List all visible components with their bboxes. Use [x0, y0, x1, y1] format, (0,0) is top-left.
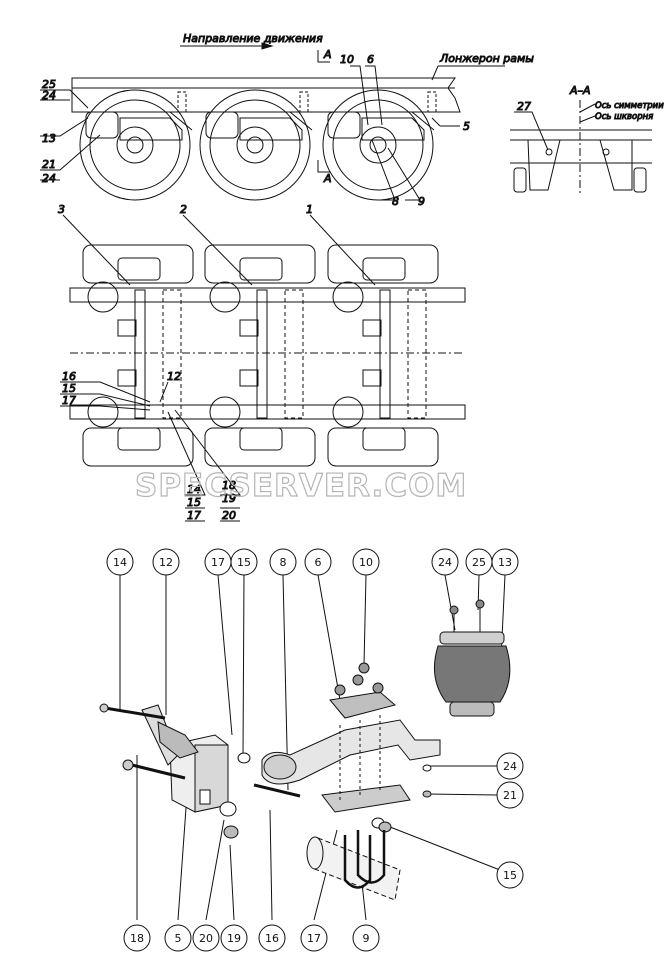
svg-text:12: 12	[159, 556, 173, 569]
label-9: 9	[418, 195, 425, 208]
svg-text:14: 14	[113, 556, 127, 569]
direction-note: Направление движения	[183, 32, 323, 45]
callout-top-25: 25	[465, 548, 493, 576]
svg-text:9: 9	[363, 932, 370, 945]
svg-text:10: 10	[359, 556, 373, 569]
callout-bottom-16: 16	[258, 924, 286, 952]
svg-text:18: 18	[130, 932, 144, 945]
svg-text:13: 13	[498, 556, 512, 569]
callout-bottom-5: 5	[164, 924, 192, 952]
axle-plate	[329, 662, 397, 719]
svg-text:8: 8	[280, 556, 287, 569]
label-13: 13	[42, 132, 56, 145]
callout-bottom-20: 20	[192, 924, 220, 952]
label-5: 5	[463, 120, 470, 133]
section-mark-top: A	[323, 48, 332, 61]
callout-bottom-19: 19	[220, 924, 248, 952]
callout-top-8: 8	[269, 548, 297, 576]
svg-text:20: 20	[199, 932, 213, 945]
label-16: 16	[62, 370, 76, 383]
svg-text:17: 17	[211, 556, 225, 569]
axle-3	[82, 244, 194, 467]
label-17-lower: 17	[187, 509, 201, 522]
label-27: 27	[517, 100, 531, 113]
label-15: 15	[62, 382, 76, 395]
svg-text:6: 6	[315, 556, 322, 569]
label-1: 1	[306, 203, 313, 216]
callout-top-15: 15	[230, 548, 258, 576]
callout-top-17: 17	[204, 548, 232, 576]
exploded-view	[99, 574, 511, 921]
frame-note: Лонжерон рамы	[439, 52, 534, 65]
axle-tube	[306, 836, 401, 901]
svg-text:15: 15	[237, 556, 251, 569]
callout-layer: 14 12 17 15 8 6 10 24 25 13 24 21 15 18 5 20 19 16 17 9	[106, 548, 524, 952]
callout-top-12: 12	[152, 548, 180, 576]
label-20: 20	[222, 509, 236, 522]
callout-top-6: 6	[304, 548, 332, 576]
label-12: 12	[167, 370, 181, 383]
callout-right-21: 21	[496, 781, 524, 809]
label-25: 25	[42, 78, 56, 91]
label-15-lower: 15	[187, 496, 201, 509]
symmetry-axis-note: Ось симметрии	[595, 101, 664, 111]
label-14: 14	[187, 483, 201, 496]
section-a-a: A–A Ось симметрии Ось шкворня 27	[510, 84, 665, 195]
axle-1	[327, 244, 439, 467]
callout-top-14: 14	[106, 548, 134, 576]
label-3: 3	[58, 203, 65, 216]
label-21: 21	[42, 158, 56, 171]
svg-text:24: 24	[503, 760, 517, 773]
pin-axis-note: Ось шкворня	[595, 112, 653, 122]
side-view: Направление движения Лонжерон рамы A A	[40, 32, 535, 209]
wheel-2	[199, 89, 311, 201]
label-17: 17	[62, 394, 76, 407]
section-mark-bottom: A	[323, 172, 332, 185]
callout-top-13: 13	[491, 548, 519, 576]
callout-bottom-17: 17	[300, 924, 328, 952]
svg-text:21: 21	[503, 789, 517, 802]
callout-right-24: 24	[496, 752, 524, 780]
plan-view: 3 2 1 16 15 17 12 14 15 17 18 19 20	[58, 203, 466, 523]
label-24-lower: 24	[42, 172, 56, 185]
svg-text:15: 15	[503, 869, 517, 882]
label-10: 10	[340, 53, 354, 66]
callout-top-10: 10	[352, 548, 380, 576]
callout-top-24: 24	[431, 548, 459, 576]
section-title: A–A	[569, 84, 591, 97]
callout-right-15: 15	[496, 861, 524, 889]
callout-bottom-18: 18	[123, 924, 151, 952]
label-24: 24	[42, 89, 56, 102]
air-spring	[433, 599, 511, 717]
svg-text:24: 24	[438, 556, 452, 569]
svg-text:17: 17	[307, 932, 321, 945]
svg-text:5: 5	[175, 932, 182, 945]
trailing-arm	[261, 719, 441, 785]
shock-absorber	[141, 704, 199, 766]
axle-2	[204, 244, 316, 467]
label-2: 2	[180, 203, 187, 216]
callout-bottom-9: 9	[352, 924, 380, 952]
label-19: 19	[222, 492, 236, 505]
wheel-3	[322, 89, 434, 201]
wheel-1	[79, 89, 191, 201]
svg-text:16: 16	[265, 932, 279, 945]
svg-text:19: 19	[227, 932, 241, 945]
label-18: 18	[222, 479, 236, 492]
watermark: SPECSERVER.COM	[135, 468, 467, 504]
svg-text:25: 25	[472, 556, 486, 569]
label-8: 8	[392, 195, 399, 208]
label-6: 6	[367, 53, 374, 66]
